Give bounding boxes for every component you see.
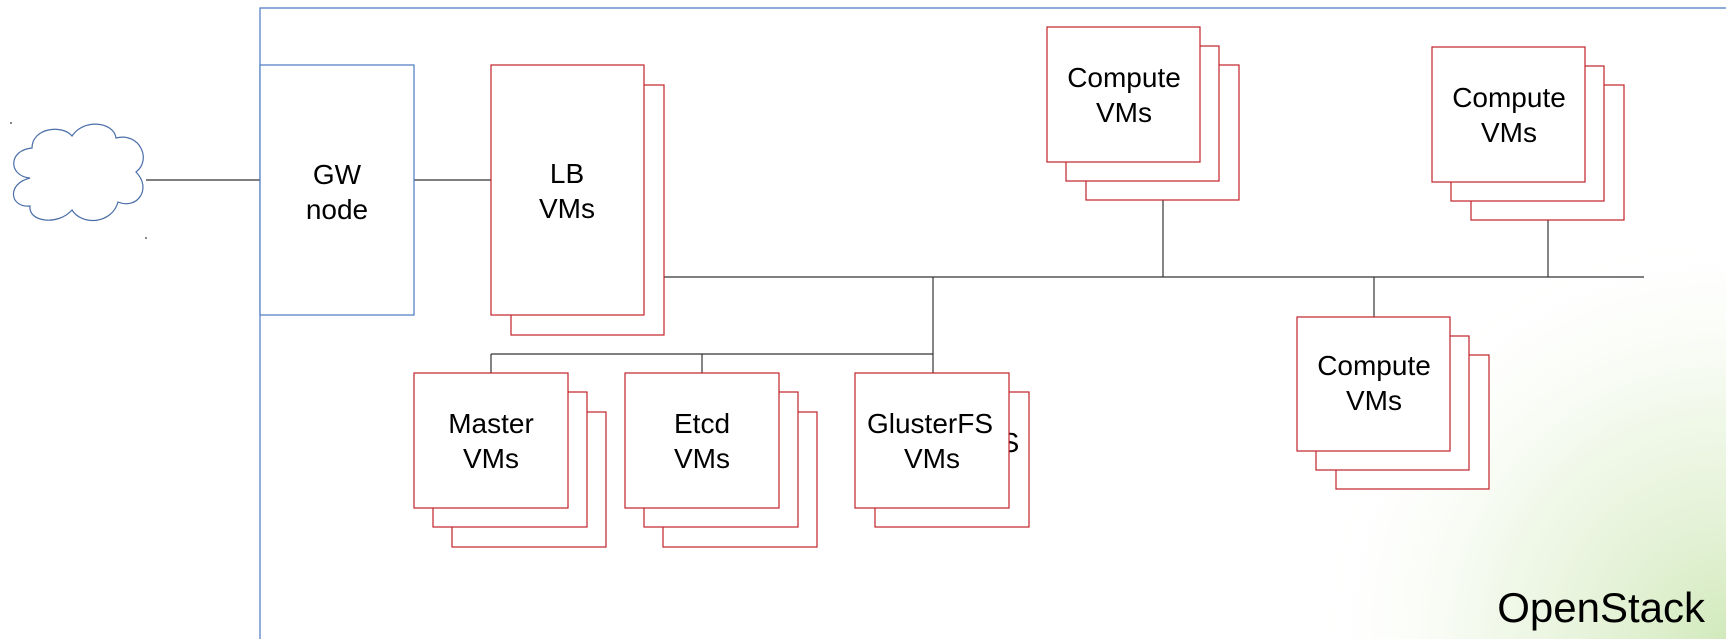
gw-node-label-line2: node (306, 194, 368, 225)
compute-vms-bottom-stack: Compute VMs (1296, 316, 1490, 490)
etcd-label-line1: Etcd (674, 408, 730, 439)
openstack-region-label: OpenStack (1497, 584, 1706, 631)
glusterfs-label-line1: GlusterFS (867, 408, 993, 439)
lb-vms-label-line2: VMs (539, 193, 595, 224)
glusterfs-vms-stack: S GlusterFS VMs (854, 372, 1030, 528)
glusterfs-label-line2: VMs (904, 443, 960, 474)
etcd-vms-stack: Etcd VMs (624, 372, 818, 548)
compute-bottom-label-line2: VMs (1346, 385, 1402, 416)
lb-vms-label-line1: LB (550, 158, 584, 189)
internet-cloud-icon (10, 122, 147, 239)
gw-node-label-line1: GW (313, 159, 362, 190)
gw-node: GW node (259, 64, 415, 316)
etcd-label-line2: VMs (674, 443, 730, 474)
compute-right-label-line1: Compute (1452, 82, 1566, 113)
master-label-line2: VMs (463, 443, 519, 474)
network-lines (146, 179, 1644, 373)
compute-vms-top-stack: Compute VMs (1046, 26, 1240, 201)
compute-top-label-line1: Compute (1067, 62, 1181, 93)
compute-vms-right-stack: Compute VMs (1431, 46, 1625, 221)
openstack-region-border (259, 7, 1726, 639)
compute-top-label-line2: VMs (1096, 97, 1152, 128)
master-label-line1: Master (448, 408, 534, 439)
lb-vms-stack: LB VMs (490, 64, 665, 336)
compute-right-label-line2: VMs (1481, 117, 1537, 148)
master-vms-stack: Master VMs (413, 372, 607, 548)
compute-bottom-label-line1: Compute (1317, 350, 1431, 381)
